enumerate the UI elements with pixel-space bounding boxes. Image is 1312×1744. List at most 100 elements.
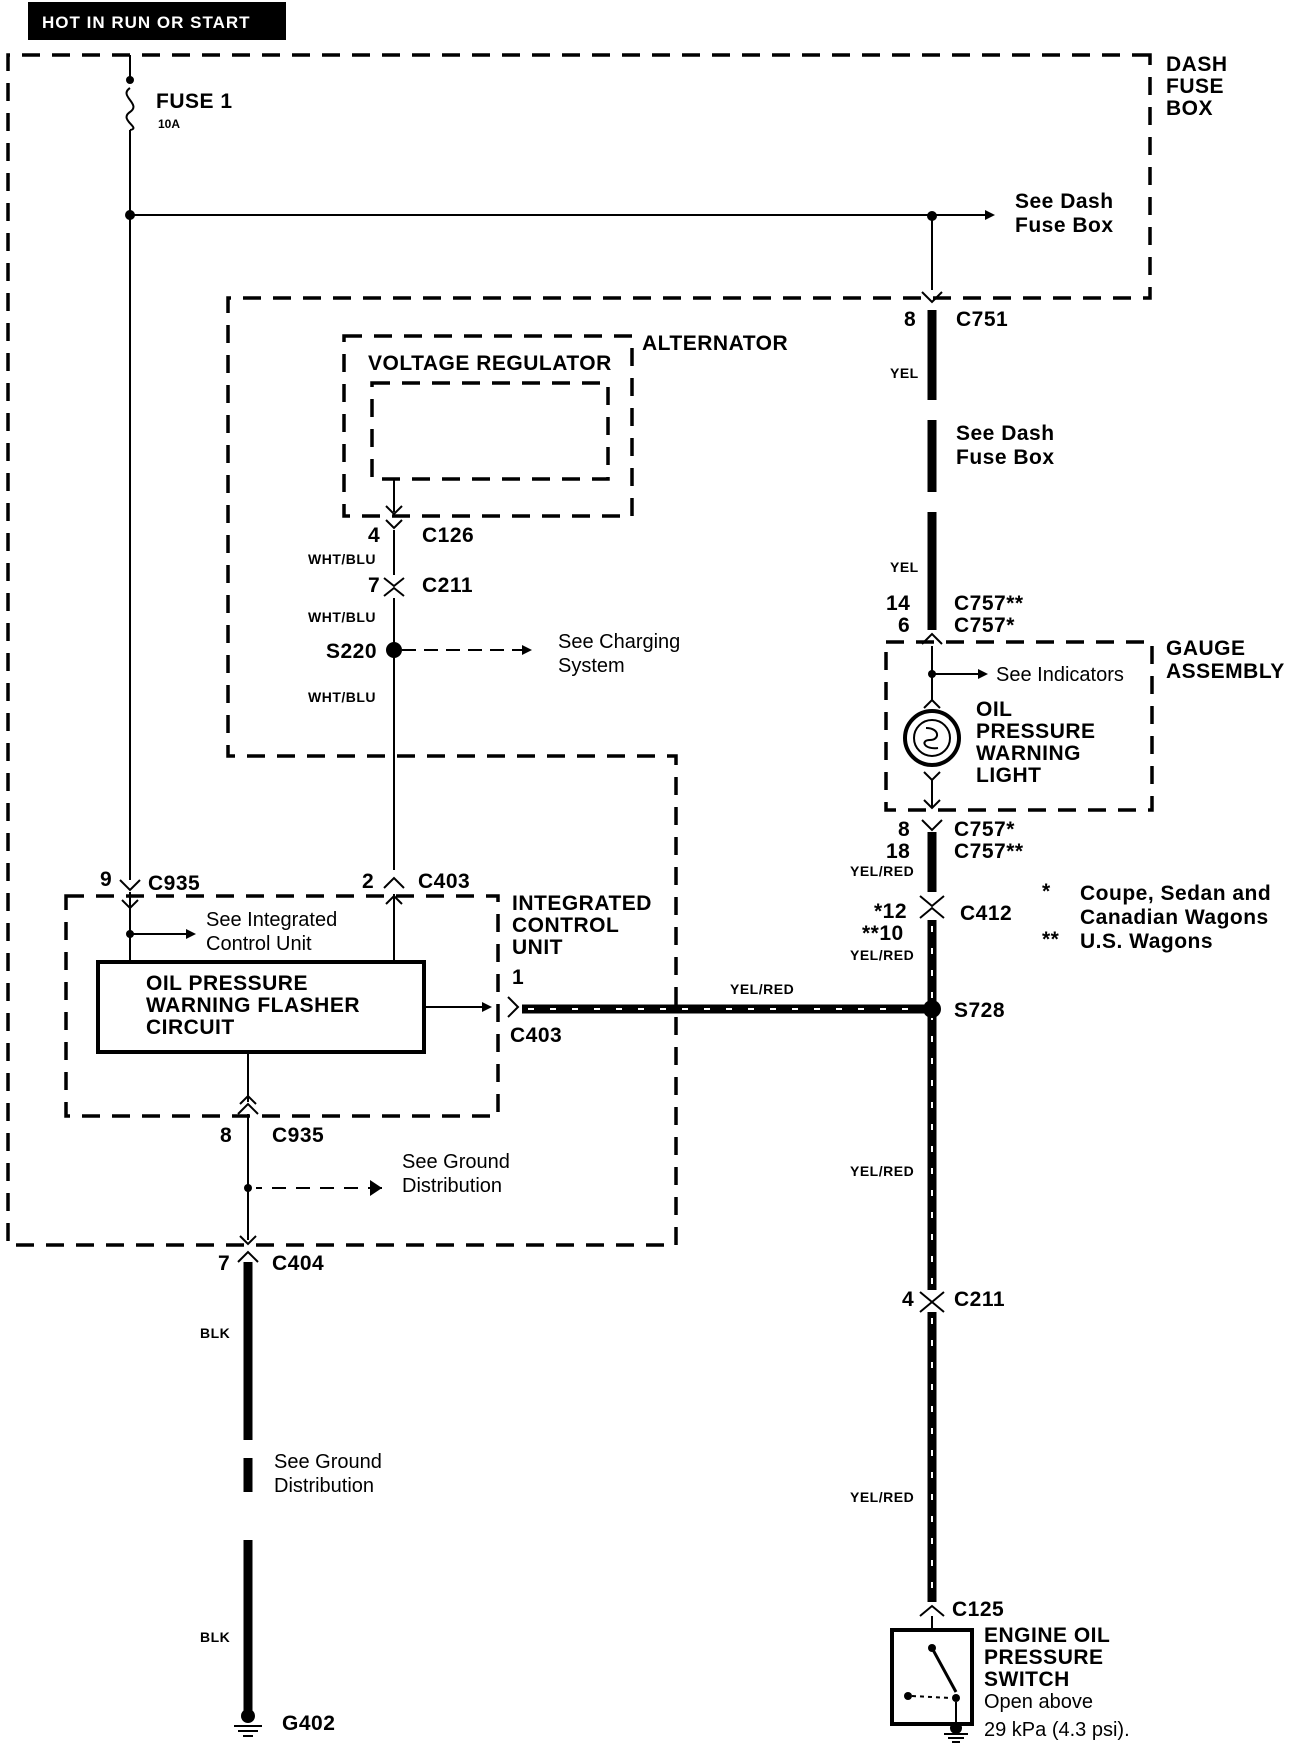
g402-ground-icon [234,1709,262,1737]
wire-color-yel-red-2: YEL/RED [850,947,914,963]
c211-upper-connector [383,577,405,588]
oil-light-label-3: WARNING [976,742,1081,765]
see-integrated-2: Control Unit [206,933,312,955]
c935-bottom-pin: 8 [220,1124,232,1147]
wire-color-wht-blu-3: WHT/BLU [308,689,376,705]
c935-top-pin: 9 [100,868,112,891]
c211-lower-pin: 4 [902,1288,914,1311]
c757-lower-pin-2: 18 [886,840,910,863]
voltage-regulator-label: VOLTAGE REGULATOR [368,352,612,375]
wire-color-blk-1: BLK [200,1325,230,1341]
oil-light-label-1: OIL [976,698,1013,721]
c211-upper-pin: 7 [368,574,380,597]
dash-fuse-box-label-2: FUSE [1166,75,1224,98]
c412-name: C412 [960,902,1012,925]
c757-upper-name-2: C757* [954,614,1015,637]
switch-label-2: PRESSURE [984,1646,1104,1669]
gauge-assembly-label-2: ASSEMBLY [1166,660,1285,683]
switch-label-1: ENGINE OIL [984,1624,1110,1647]
see-charging-1: See Charging [558,631,680,653]
c211-lower-connector [919,1291,945,1304]
c403-top-name: C403 [418,870,470,893]
oil-pressure-warning-flasher-circuit [96,960,426,1054]
voltage-regulator-outline [370,381,610,481]
dash-fuse-box-outline [6,53,1152,1247]
c412-connector [919,895,945,908]
c403-side-connector [507,996,520,1018]
legend-mark-2: ** [1042,928,1060,951]
integrated-control-unit-outline [64,894,500,1118]
c403-top-connector [383,876,405,889]
wire-color-yel-red-1: YEL/RED [850,863,914,879]
switch-label-4: Open above [984,1691,1093,1713]
see-dash-fuse-box-top-1: See Dash [1015,190,1114,213]
c126-name: C126 [422,524,474,547]
fuse-1 [125,55,135,131]
c935-bottom-connector [237,1102,259,1115]
c757-upper-pin-1: 14 [886,592,910,615]
see-ground-1b: Distribution [402,1175,502,1197]
s728-label: S728 [954,999,1005,1022]
wire-color-yel-red-5: YEL/RED [730,981,794,997]
g402-label: G402 [282,1712,335,1735]
header-banner: HOT IN RUN OR START [28,2,286,40]
switch-ground-icon [944,1722,968,1743]
switch-label-5: 29 kPa (4.3 psi). [984,1719,1130,1741]
engine-oil-pressure-switch [890,1628,974,1726]
c751-name: C751 [956,308,1008,331]
c757-lower-name-2: C757** [954,840,1024,863]
flasher-label-3: CIRCUIT [146,1016,235,1039]
see-charging-2: System [558,655,625,677]
c751-connector [921,291,943,304]
c126-connector [385,519,403,530]
c125-connector [919,1604,945,1617]
c757-upper-name-1: C757** [954,592,1024,615]
dash-fuse-box-label-3: BOX [1166,97,1213,120]
see-dash-fuse-box-mid-2: Fuse Box [956,446,1055,469]
fuse-rating: 10A [158,117,180,131]
wire-color-yel-2: YEL [890,559,919,575]
icu-label-3: UNIT [512,936,563,959]
wire-color-wht-blu-1: WHT/BLU [308,551,376,567]
c126-pin: 4 [368,524,380,547]
wire-color-yel-1: YEL [890,365,919,381]
oil-pressure-warning-light-bulb [903,709,961,767]
see-ground-2a: See Ground [274,1451,382,1473]
gauge-assembly-label-1: GAUGE [1166,637,1246,660]
header-title: HOT IN RUN OR START [42,13,251,32]
oil-light-label-4: LIGHT [976,764,1042,787]
alternator-label: ALTERNATOR [642,332,788,355]
c757-upper-pin-2: 6 [898,614,910,637]
legend-mark-1: * [1042,880,1051,903]
see-ground-1a: See Ground [402,1151,510,1173]
c757-lower-connector [921,819,943,832]
c211-lower-name: C211 [954,1288,1005,1311]
flasher-label-2: WARNING FLASHER [146,994,360,1017]
c751-pin: 8 [904,308,916,331]
wire-color-yel-red-4: YEL/RED [850,1489,914,1505]
c412-pin-1: *12 [874,900,907,923]
icu-label-1: INTEGRATED [512,892,652,915]
c403-side-pin: 1 [512,966,524,989]
icu-label-2: CONTROL [512,914,619,937]
c403-top-pin: 2 [362,870,374,893]
c935-bottom-name: C935 [272,1124,324,1147]
wire-color-wht-blu-2: WHT/BLU [308,609,376,625]
see-integrated-1: See Integrated [206,909,337,931]
c404-connector [237,1250,259,1263]
legend-text-1a: Coupe, Sedan and [1080,882,1271,905]
switch-label-3: SWITCH [984,1668,1070,1691]
dash-fuse-box-label-1: DASH [1166,53,1228,76]
c404-pin: 7 [218,1252,230,1275]
oil-light-label-2: PRESSURE [976,720,1096,743]
c757-lower-name-1: C757* [954,818,1015,841]
wire-color-yel-red-3: YEL/RED [850,1163,914,1179]
c757-upper-connector [921,632,943,645]
see-indicators: See Indicators [996,664,1124,686]
c935-top-connector [119,879,141,892]
legend-text-2: U.S. Wagons [1080,930,1213,953]
wire-color-blk-2: BLK [200,1629,230,1645]
c404-name: C404 [272,1252,324,1275]
see-dash-fuse-box-top-2: Fuse Box [1015,214,1114,237]
see-ground-2b: Distribution [274,1475,374,1497]
